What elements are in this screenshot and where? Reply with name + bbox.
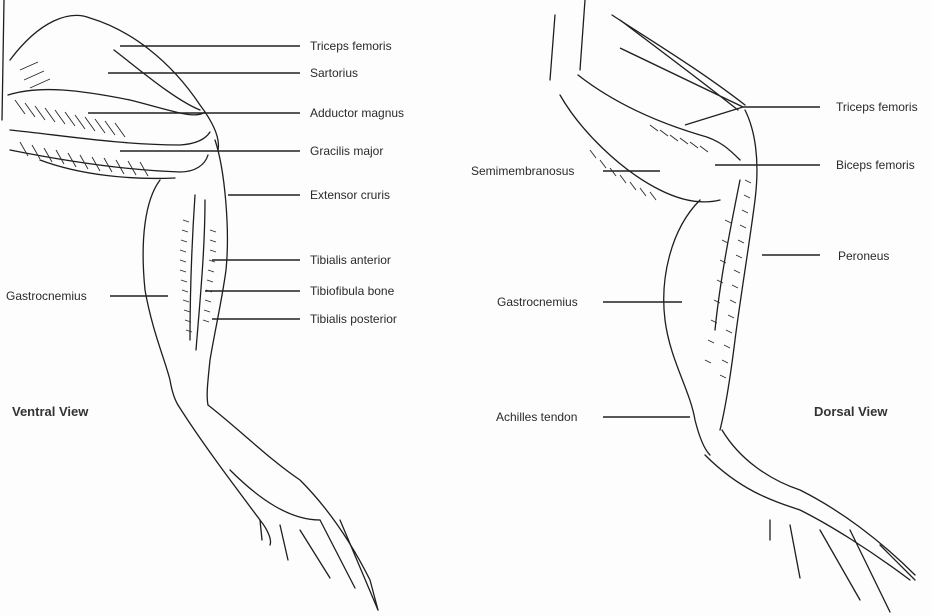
label-tibialis-anterior: Tibialis anterior: [310, 253, 391, 267]
label-semimembranosus: Semimembranosus: [471, 164, 575, 178]
label-extensor-cruris: Extensor cruris: [310, 188, 391, 202]
label-tibiofibula-bone: Tibiofibula bone: [310, 284, 395, 298]
label-achilles-tendon: Achilles tendon: [496, 410, 578, 424]
label-adductor-magnus: Adductor magnus: [310, 106, 405, 120]
label-tibialis-posterior: Tibialis posterior: [310, 312, 397, 326]
dorsal-leader-lines: [603, 47, 820, 418]
dorsal-leg-illustration: [549, 0, 916, 613]
label-gracilis-major: Gracilis major: [310, 144, 384, 158]
label-biceps-femoris: Biceps femoris: [836, 158, 915, 172]
label-peroneus: Peroneus: [838, 249, 890, 263]
view-title-ventral: Ventral View: [12, 404, 89, 419]
ventral-leader-lines: [88, 45, 300, 320]
label-gastrocnemius-ventral: Gastrocnemius: [6, 289, 87, 303]
label-gastrocnemius-dorsal: Gastrocnemius: [497, 295, 578, 309]
view-title-dorsal: Dorsal View: [814, 404, 888, 419]
label-triceps-femoris-dorsal: Triceps femoris: [836, 100, 918, 114]
label-sartorius: Sartorius: [310, 66, 359, 80]
ventral-leg-illustration: [1, 0, 379, 611]
label-triceps-femoris-ventral: Triceps femoris: [310, 39, 392, 53]
